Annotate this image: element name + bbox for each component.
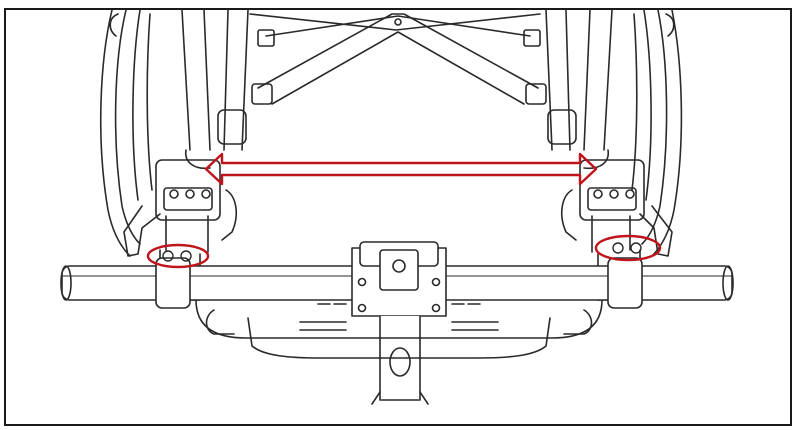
left-frame-tubes <box>181 9 249 170</box>
left-wheel <box>99 9 153 257</box>
footplate <box>195 299 603 359</box>
right-bolt-icon <box>630 242 642 254</box>
right-frame-tubes <box>545 9 613 170</box>
center-mount-bracket <box>351 241 447 405</box>
cross-brace <box>249 13 547 105</box>
left-bolt-icon <box>180 250 192 262</box>
left-bolt-highlight <box>146 243 210 269</box>
right-bolt-icon <box>612 242 624 254</box>
right-bolt-highlight <box>594 234 662 262</box>
left-bolt-icon <box>162 250 174 262</box>
width-double-arrow <box>204 152 598 186</box>
right-wheel <box>631 9 683 257</box>
